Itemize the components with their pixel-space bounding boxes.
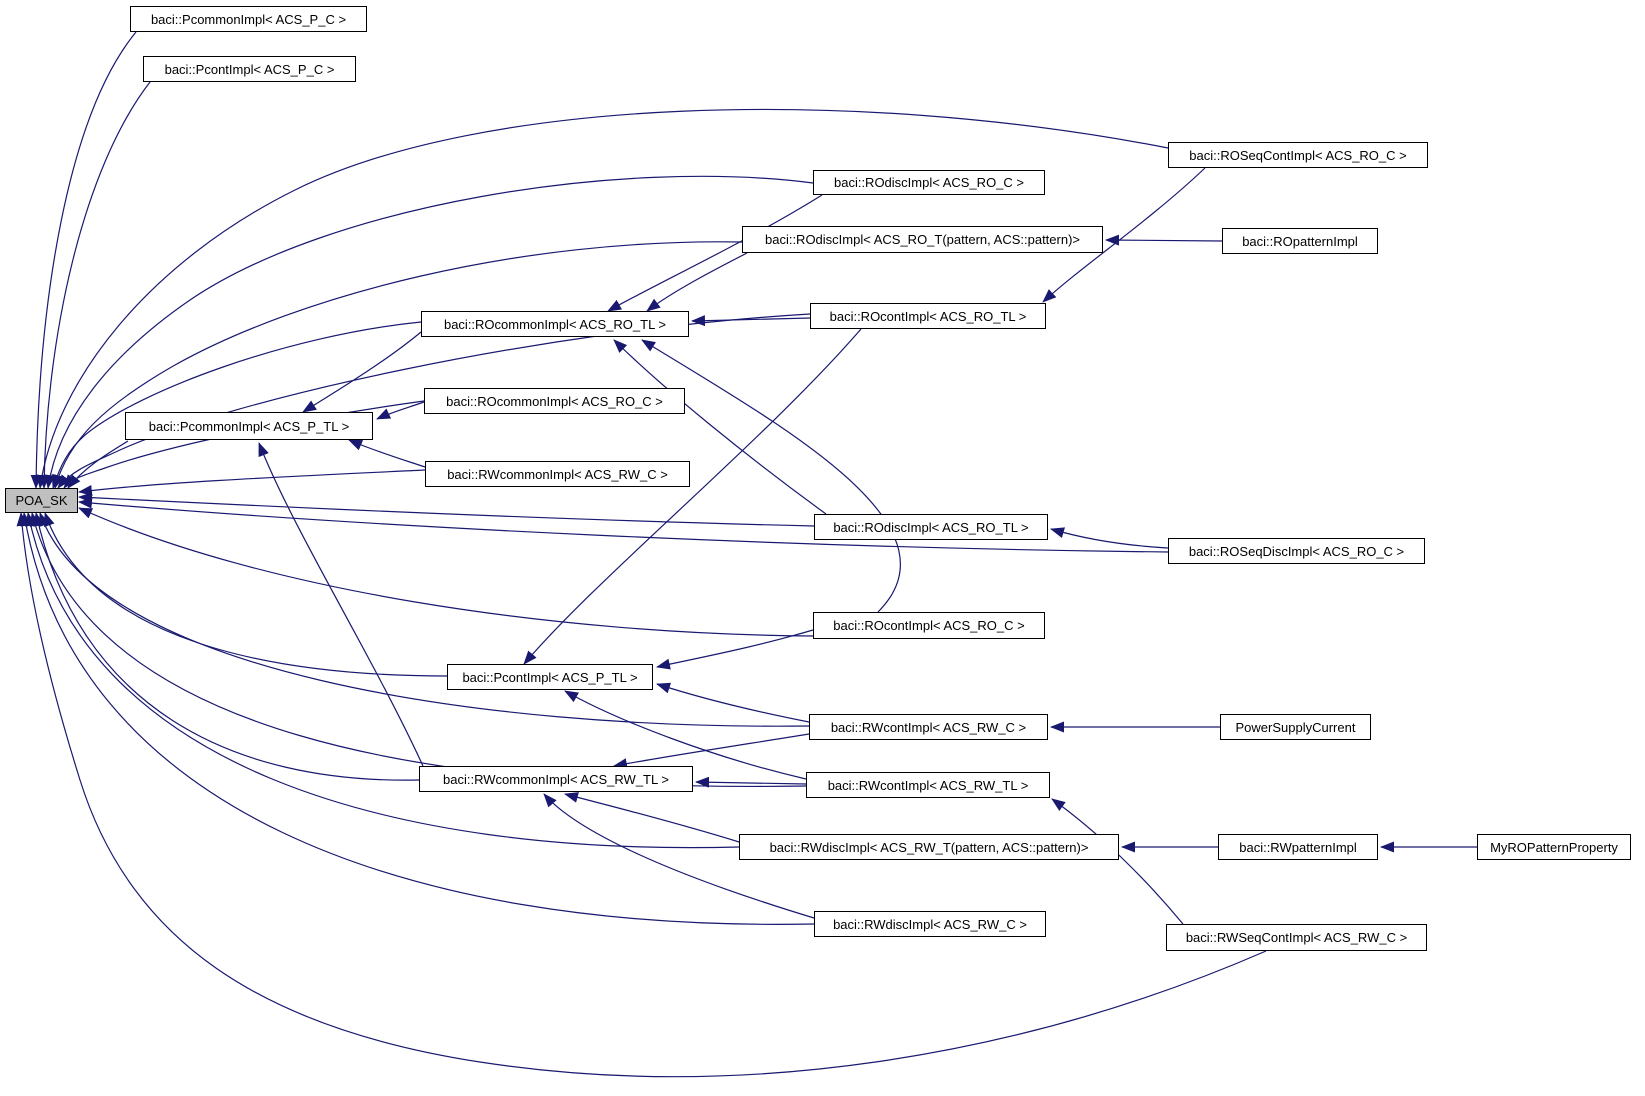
edge-rocont_roc-to-rocommon_rotl — [641, 339, 901, 613]
class-node-roseqcont[interactable]: baci::ROSeqContImpl< ACS_RO_C > — [1168, 142, 1428, 168]
class-node-rocommon-acs-ro-tl[interactable]: baci::ROcommonImpl< ACS_RO_TL > — [421, 311, 689, 337]
edge-rocommon_rotl-to-poa_sk — [51, 321, 422, 489]
edge-rodisc_roc-to-rocommon_rotl — [607, 194, 823, 312]
class-node-pcommon-acs-p-c[interactable]: baci::PcommonImpl< ACS_P_C > — [130, 6, 367, 32]
class-node-pcommon-acs-p-tl[interactable]: baci::PcommonImpl< ACS_P_TL > — [125, 412, 373, 440]
edge-rodisc_rotl-to-poa_sk — [78, 492, 815, 527]
class-node-ropattern[interactable]: baci::ROpatternImpl — [1222, 228, 1378, 254]
edge-rwcommon_rwtl-to-poa_sk — [33, 512, 420, 781]
edge-rwdisc_pattern-to-rwcommon_rwtl — [564, 792, 740, 843]
class-node-pcont-acs-p-tl[interactable]: baci::PcontImpl< ACS_P_TL > — [447, 664, 653, 690]
edge-pcont_pc-to-poa_sk — [38, 81, 151, 489]
edge-ropattern-to-rodisc_pattern — [1105, 234, 1223, 246]
edge-rocont_rotl-to-rocommon_rotl — [691, 315, 811, 327]
edge-rwseqcont-to-rwcont_rwtl — [1051, 798, 1184, 925]
class-node-rocommon-acs-ro-c[interactable]: baci::ROcommonImpl< ACS_RO_C > — [424, 388, 685, 414]
class-node-powersupplycurrent[interactable]: PowerSupplyCurrent — [1220, 714, 1371, 740]
edge-pcommon_pc-to-poa_sk — [30, 31, 137, 489]
edge-rwcont_rwtl-to-pcont_ptl — [564, 690, 807, 780]
class-node-myropatternproperty[interactable]: MyROPatternProperty — [1477, 834, 1631, 860]
class-node-rodisc-acs-ro-c[interactable]: baci::ROdiscImpl< ACS_RO_C > — [813, 170, 1045, 195]
edge-rwcont_rwtl-to-rwcommon_rwtl — [695, 776, 807, 788]
class-node-roseqdisc[interactable]: baci::ROSeqDiscImpl< ACS_RO_C > — [1168, 538, 1425, 564]
edge-rwcommon_rwc-to-poa_sk — [78, 469, 426, 496]
edge-rwdisc_rwc-to-poa_sk — [20, 512, 815, 925]
edge-rocommon_rotl-to-pcommon_ptl — [302, 331, 422, 413]
edge-roseqdisc-to-rodisc_rotl — [1050, 527, 1169, 549]
edge-pcommon_ptl-to-poa_sk — [67, 440, 129, 489]
class-node-rodisc-acs-ro-tl[interactable]: baci::ROdiscImpl< ACS_RO_TL > — [814, 514, 1048, 540]
class-node-rwcommon-acs-rw-c[interactable]: baci::RWcommonImpl< ACS_RW_C > — [425, 461, 690, 487]
class-node-rwcont-acs-rw-c[interactable]: baci::RWcontImpl< ACS_RW_C > — [809, 714, 1048, 740]
edge-rocont_roc-to-poa_sk — [78, 507, 814, 637]
edge-rwcommon_rwtl-to-pcommon_ptl — [258, 442, 424, 767]
class-node-rwcont-acs-rw-tl[interactable]: baci::RWcontImpl< ACS_RW_TL > — [806, 772, 1050, 798]
class-node-poa-sk: POA_SK — [5, 488, 78, 513]
edge-pcont_ptl-to-poa_sk — [44, 512, 448, 677]
edge-rwcont_rwc-to-rwcommon_rwtl — [613, 733, 810, 770]
edge-rwseqcont-to-poa_sk — [16, 512, 1267, 1078]
edge-roseqdisc-to-poa_sk — [78, 497, 1169, 553]
class-node-rwseqcont[interactable]: baci::RWSeqContImpl< ACS_RW_C > — [1166, 924, 1427, 951]
edge-rwcont_rwc-to-poa_sk — [39, 512, 810, 727]
class-node-pcont-acs-p-c[interactable]: baci::PcontImpl< ACS_P_C > — [143, 56, 356, 82]
edge-roseqcont-to-poa_sk — [36, 108, 1169, 489]
edge-rwcont_rwc-to-pcont_ptl — [656, 682, 810, 723]
edge-rodisc_rotl-to-rocommon_rotl — [613, 339, 827, 515]
class-node-rwcommon-acs-rw-tl[interactable]: baci::RWcommonImpl< ACS_RW_TL > — [419, 766, 693, 792]
edge-rocommon_roc-to-pcommon_ptl — [376, 401, 425, 420]
edge-rocont_rotl-to-pcont_ptl — [523, 328, 862, 665]
class-node-rocont-acs-ro-tl[interactable]: baci::ROcontImpl< ACS_RO_TL > — [810, 303, 1046, 329]
class-node-rwdisc-pattern[interactable]: baci::RWdiscImpl< ACS_RW_T(pattern, ACS:… — [739, 834, 1119, 860]
edge-rodisc_pattern-to-poa_sk — [53, 241, 743, 489]
edge-rocont_roc-to-pcont_ptl — [656, 629, 814, 670]
class-node-rodisc-pattern[interactable]: baci::ROdiscImpl< ACS_RO_T(pattern, ACS:… — [742, 226, 1103, 253]
class-node-rocont-acs-ro-c[interactable]: baci::ROcontImpl< ACS_RO_C > — [813, 612, 1045, 639]
edge-rwcommon_rwc-to-pcommon_ptl — [348, 439, 426, 468]
edge-rodisc_roc-to-poa_sk — [44, 175, 814, 489]
edge-rodisc_pattern-to-rocommon_rotl — [646, 252, 748, 312]
edge-rwdisc_rwc-to-rwcommon_rwtl — [543, 793, 815, 919]
class-node-rwpattern[interactable]: baci::RWpatternImpl — [1218, 834, 1378, 860]
edge-rwdisc_pattern-to-poa_sk — [25, 512, 740, 849]
class-node-rwdisc-acs-rw-c[interactable]: baci::RWdiscImpl< ACS_RW_C > — [814, 911, 1046, 937]
